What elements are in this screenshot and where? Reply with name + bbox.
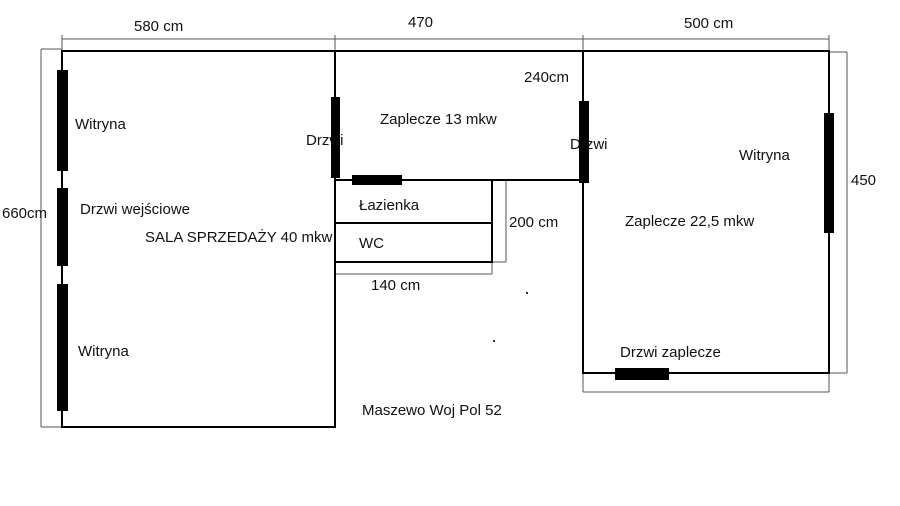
room-label-wc: WC: [359, 235, 384, 252]
room-label-sales-hall: SALA SPRZEDAŻY 40 mkw: [145, 228, 332, 246]
dimension-lines: [40, 35, 848, 428]
dim-label-bath-width: 140 cm: [371, 277, 420, 294]
dim-label-right-height: 450: [851, 172, 876, 189]
dim-label-top-left: 580 cm: [134, 18, 183, 35]
room-label-back-room-large: Zaplecze 22,5 mkw: [625, 213, 754, 230]
window-top-left-bar: [57, 70, 68, 171]
window-bottom-left-bar: [57, 284, 68, 411]
room-label-bathroom: Łazienka: [359, 197, 420, 214]
label-back-door: Drzwi zaplecze: [620, 344, 721, 361]
label-door-left: Drzwi: [306, 132, 344, 149]
room-label-back-room-small: Zaplecze 13 mkw: [380, 111, 497, 128]
entrance-door-bar: [57, 188, 68, 266]
dim-label-top-middle: 470: [408, 14, 433, 31]
door-right-bar: [579, 101, 589, 183]
door-left-bar: [331, 97, 340, 178]
label-window-top-left: Witryna: [75, 116, 126, 133]
dot-mark-1: [526, 292, 528, 294]
dot-mark-2: [493, 340, 495, 342]
bathroom-walls: [334, 179, 493, 263]
bathroom-door-bar: [352, 175, 402, 185]
label-address: Maszewo Woj Pol 52: [362, 402, 502, 419]
stray-marks: [493, 292, 528, 342]
label-entrance-door: Drzwi wejściowe: [80, 201, 190, 218]
dim-label-bath-depth: 200 cm: [509, 214, 558, 231]
dim-label-left-height: 660cm: [2, 205, 47, 222]
openings: [57, 70, 834, 411]
window-right-bar: [824, 113, 834, 233]
label-door-right: Drzwi: [570, 136, 608, 153]
dim-label-top-right: 500 cm: [684, 15, 733, 32]
label-window-bottom-left: Witryna: [78, 343, 129, 360]
label-window-right: Witryna: [739, 147, 790, 164]
large-back-room-walls: [582, 50, 830, 374]
dim-label-back-room-depth: 240cm: [524, 69, 569, 86]
back-door-bar: [615, 368, 669, 380]
